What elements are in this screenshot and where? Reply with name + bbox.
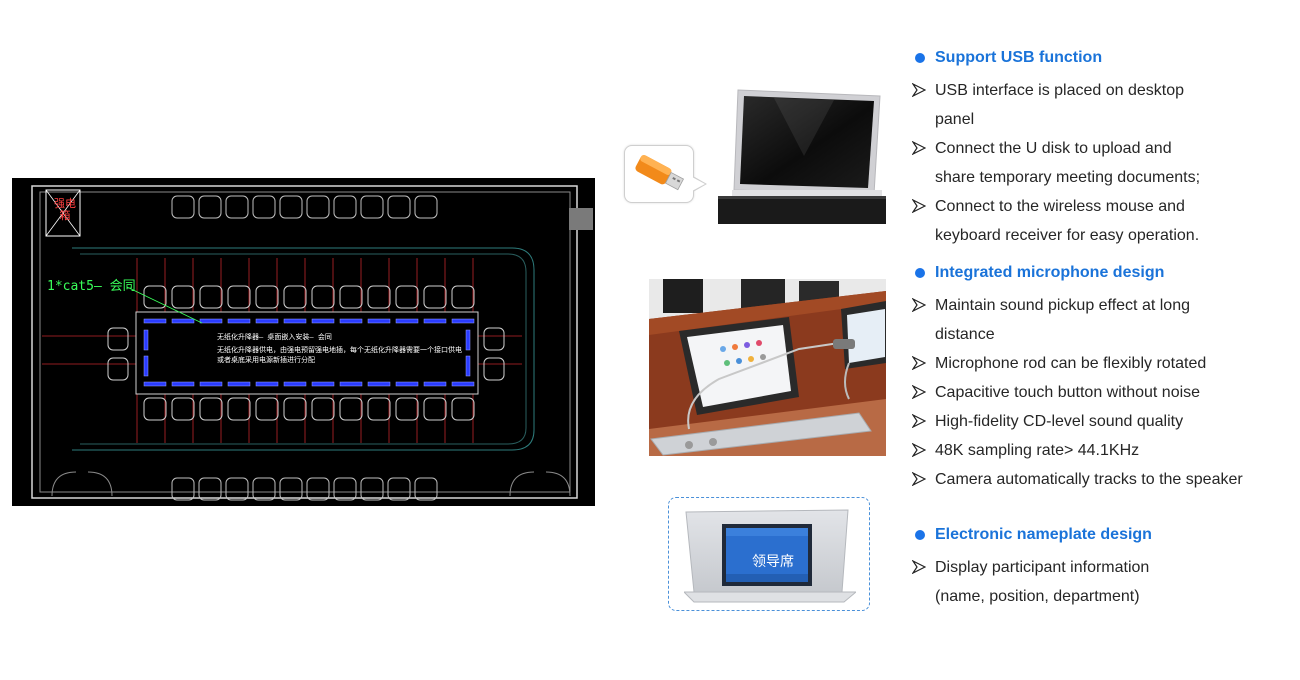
feature-line: Display participant information xyxy=(935,559,1150,576)
feature-line: USB interface is placed on desktop xyxy=(935,82,1185,99)
arrow-bullet-icon xyxy=(912,356,926,370)
feature-line: (name, position, department) xyxy=(935,588,1140,605)
section-title-microphone: Integrated microphone design xyxy=(935,264,1165,281)
feature-line: High-fidelity CD-level sound quality xyxy=(935,413,1184,430)
arrow-bullet-icon xyxy=(912,472,926,486)
arrow-bullet-icon xyxy=(912,443,926,457)
arrow-bullet-icon xyxy=(912,298,926,312)
section-title-nameplate: Electronic nameplate design xyxy=(935,526,1152,543)
section-bullet-dot xyxy=(915,530,925,540)
electrical-box-label: 强电箱 xyxy=(54,197,76,222)
lifter-note-title: 无纸化升降器— 桌面嵌入安装— 会同 xyxy=(217,333,332,341)
section-bullet-dot xyxy=(915,268,925,278)
nameplate-photo-frame xyxy=(668,497,870,611)
feature-line: distance xyxy=(935,326,995,343)
usb-lifter-photo xyxy=(714,86,886,224)
feature-line: Maintain sound pickup effect at long xyxy=(935,297,1190,314)
feature-line: keyboard receiver for easy operation. xyxy=(935,227,1200,244)
arrow-bullet-icon xyxy=(912,199,926,213)
feature-line: Connect the U disk to upload and xyxy=(935,140,1172,157)
cable-label: 1*cat5— 会同 xyxy=(47,279,136,294)
feature-line: 48K sampling rate> 44.1KHz xyxy=(935,442,1140,459)
section-title-usb: Support USB function xyxy=(935,49,1103,66)
lifter-note-line: 或者桌底采用电源新插进行分配 xyxy=(217,356,315,364)
conference-floor-plan: 强电箱 1*cat5— 会同 无纸化升降器— 桌面嵌入安装— 会同 无纸化升降器… xyxy=(12,178,595,506)
lifter-note-body: 无纸化升降器供电，由强电预留强电地插，每个无纸化升降器需要一个接口供电 或者桌底… xyxy=(217,345,462,365)
feature-line: Capacitive touch button without noise xyxy=(935,384,1201,401)
section-bullet-dot xyxy=(915,53,925,63)
feature-line: share temporary meeting documents; xyxy=(935,169,1201,186)
nameplate-photo xyxy=(682,506,858,606)
feature-line: Connect to the wireless mouse and xyxy=(935,198,1185,215)
arrow-bullet-icon xyxy=(912,141,926,155)
feature-line: panel xyxy=(935,111,975,128)
feature-line: Microphone rod can be flexibly rotated xyxy=(935,355,1207,372)
arrow-bullet-icon xyxy=(912,560,926,574)
microphone-lifter-photo xyxy=(649,279,886,456)
lifter-note-line: 无纸化升降器供电，由强电预留强电地插，每个无纸化升降器需要一个接口供电 xyxy=(217,346,462,354)
usb-disk-callout xyxy=(624,145,707,203)
nameplate-screen-text: 领导席 xyxy=(752,554,794,570)
arrow-bullet-icon xyxy=(912,385,926,399)
arrow-bullet-icon xyxy=(912,83,926,97)
arrow-bullet-icon xyxy=(912,414,926,428)
feature-line: Camera automatically tracks to the speak… xyxy=(935,471,1243,488)
usb-disk-icon xyxy=(635,154,685,191)
floor-plan-drawing xyxy=(31,185,593,501)
